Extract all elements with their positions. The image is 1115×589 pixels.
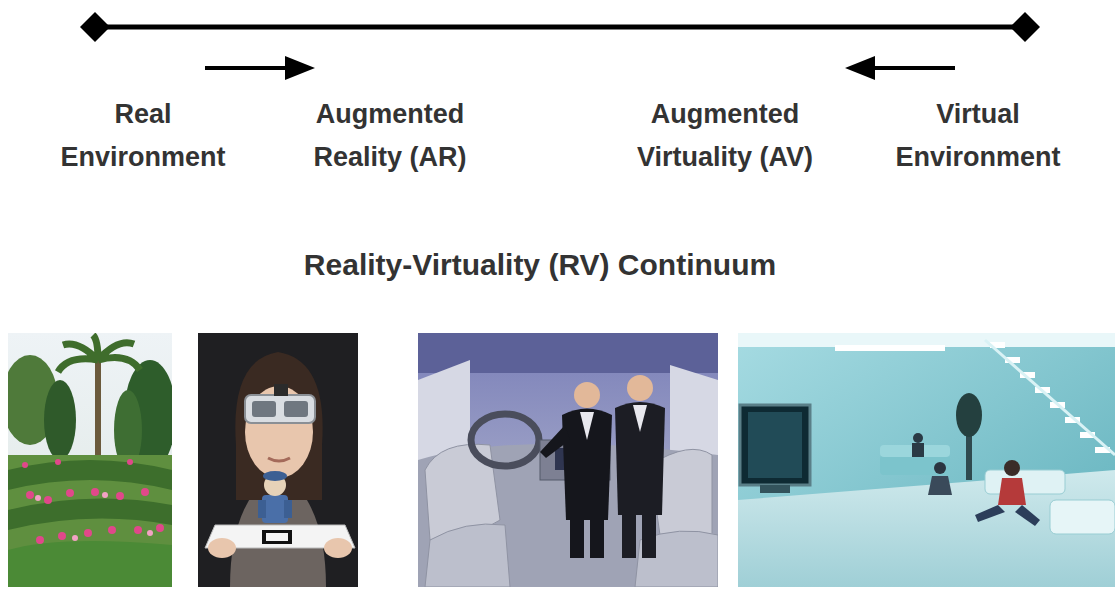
- continuum-stage-label: Augmented Virtuality (AV): [619, 93, 831, 179]
- direction-arrow: [870, 66, 955, 70]
- axis-end-diamond: [1010, 12, 1040, 42]
- continuum-axis: [80, 12, 1040, 80]
- continuum-stage-label: Augmented Reality (AR): [284, 93, 496, 179]
- diagram-title: Reality-Virtuality (RV) Continuum: [304, 247, 776, 283]
- title-slot: Reality-Virtuality (RV) Continuum: [304, 247, 776, 283]
- continuum-stage-label: Real Environment: [37, 93, 249, 179]
- axis-label-slot: Augmented Reality (AR): [284, 93, 496, 179]
- axis-label-slot: Virtual Environment: [872, 93, 1084, 179]
- continuum-stage-label: Virtual Environment: [872, 93, 1084, 179]
- direction-arrow: [205, 66, 290, 70]
- virtual-room-render: [738, 333, 1115, 587]
- arrow-head: [845, 56, 875, 80]
- axis-line: [95, 25, 1025, 30]
- garden-photo: [8, 333, 172, 587]
- axis-end-diamond: [80, 12, 110, 42]
- car-interior-photo: [418, 333, 718, 587]
- axis-label-slot: Real Environment: [37, 93, 249, 179]
- hmd-user-photo: [198, 333, 358, 587]
- arrow-head: [285, 56, 315, 80]
- axis-label-slot: Augmented Virtuality (AV): [619, 93, 831, 179]
